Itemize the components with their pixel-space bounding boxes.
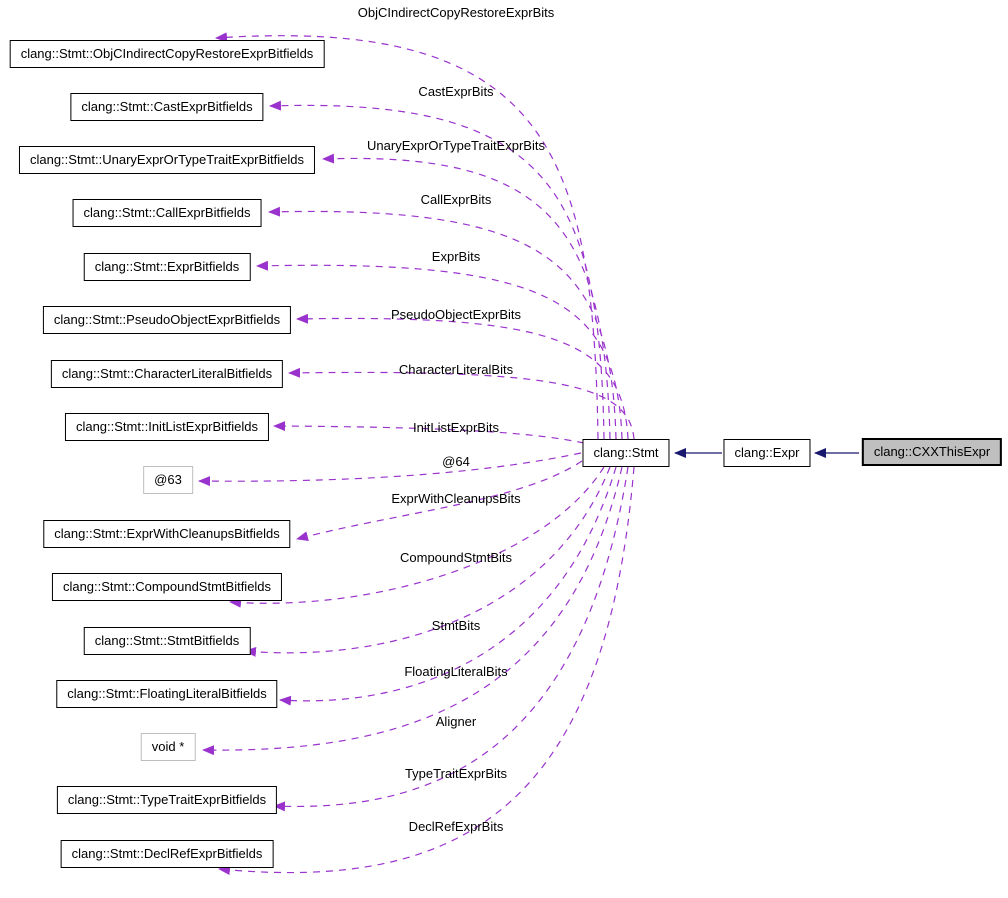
edge-label-anon64: @64 bbox=[442, 454, 470, 469]
node-clang-cxxthisexpr: clang::CXXThisExpr bbox=[861, 438, 1003, 466]
edge-label-init-list-expr-bits: InitListExprBits bbox=[413, 420, 499, 435]
node-character-literal-bitfields[interactable]: clang::Stmt::CharacterLiteralBitfields bbox=[50, 360, 284, 388]
edge-label-expr-with-cleanups-bits: ExprWithCleanupsBits bbox=[391, 491, 521, 506]
edge-label-decl-ref-expr-bits: DeclRefExprBits bbox=[408, 819, 504, 834]
member-edge-type-trait bbox=[273, 466, 629, 812]
node-unary-expr-or-type-trait-expr-bitfields[interactable]: clang::Stmt::UnaryExprOrTypeTraitExprBit… bbox=[18, 146, 316, 174]
node-floating-literal-bitfields[interactable]: clang::Stmt::FloatingLiteralBitfields bbox=[56, 680, 278, 708]
member-edge-expr-with-cleanups bbox=[296, 460, 583, 542]
node-expr-bitfields[interactable]: clang::Stmt::ExprBitfields bbox=[83, 253, 251, 281]
node-clang-expr[interactable]: clang::Expr bbox=[723, 439, 811, 467]
node-init-list-expr-bitfields[interactable]: clang::Stmt::InitListExprBitfields bbox=[64, 413, 270, 441]
edge-label-stmt-bits: StmtBits bbox=[431, 618, 481, 633]
edge-label-pseudo-object-expr-bits: PseudoObjectExprBits bbox=[390, 307, 522, 322]
node-decl-ref-expr-bitfields[interactable]: clang::Stmt::DeclRefExprBitfields bbox=[60, 840, 274, 868]
node-objc-indirect-copy-restore-expr-bitfields[interactable]: clang::Stmt::ObjCIndirectCopyRestoreExpr… bbox=[9, 40, 325, 68]
edge-label-call-expr-bits: CallExprBits bbox=[420, 192, 492, 207]
member-edge-aligner bbox=[202, 466, 623, 756]
edge-label-cast-expr-bits: CastExprBits bbox=[418, 84, 494, 99]
node-clang-stmt[interactable]: clang::Stmt bbox=[582, 439, 670, 467]
node-void-pointer: void * bbox=[140, 733, 196, 761]
member-edge-decl-ref bbox=[218, 466, 635, 876]
edge-label-unary-expr-or-type-trait-expr-bits: UnaryExprOrTypeTraitExprBits bbox=[367, 138, 545, 153]
member-edge-expr bbox=[256, 260, 623, 440]
edge-label-type-trait-expr-bits: TypeTraitExprBits bbox=[404, 766, 508, 781]
node-pseudo-object-expr-bitfields[interactable]: clang::Stmt::PseudoObjectExprBitfields bbox=[42, 306, 292, 334]
member-edge-objc-indirect bbox=[215, 32, 599, 440]
node-expr-with-cleanups-bitfields[interactable]: clang::Stmt::ExprWithCleanupsBitfields bbox=[43, 520, 291, 548]
member-edge-unary bbox=[322, 153, 611, 440]
edge-label-aligner: Aligner bbox=[435, 714, 477, 729]
member-edge-anon63 bbox=[198, 452, 582, 487]
edge-label-objc-indirect-copy-restore-expr-bits: ObjCIndirectCopyRestoreExprBits bbox=[357, 5, 555, 20]
node-type-trait-expr-bitfields[interactable]: clang::Stmt::TypeTraitExprBitfields bbox=[56, 786, 278, 814]
member-edge-cast bbox=[269, 100, 605, 440]
node-call-expr-bitfields[interactable]: clang::Stmt::CallExprBitfields bbox=[72, 199, 262, 227]
member-edge-compound-stmt bbox=[229, 466, 605, 608]
node-stmt-bitfields[interactable]: clang::Stmt::StmtBitfields bbox=[83, 627, 251, 655]
member-edge-stmt-bits bbox=[244, 466, 611, 657]
node-compound-stmt-bitfields[interactable]: clang::Stmt::CompoundStmtBitfields bbox=[51, 573, 283, 601]
member-edge-floating-literal bbox=[279, 466, 617, 706]
edge-label-expr-bits: ExprBits bbox=[431, 249, 481, 264]
edge-label-floating-literal-bits: FloatingLiteralBits bbox=[404, 664, 508, 679]
edge-label-character-literal-bits: CharacterLiteralBits bbox=[398, 362, 514, 377]
node-anonymous-63: @63 bbox=[143, 466, 193, 494]
member-edge-call bbox=[268, 206, 617, 440]
member-edge-character-literal bbox=[288, 367, 635, 440]
edge-label-compound-stmt-bits: CompoundStmtBits bbox=[400, 550, 512, 565]
member-edge-init-list bbox=[273, 421, 585, 444]
node-cast-expr-bitfields[interactable]: clang::Stmt::CastExprBitfields bbox=[70, 93, 264, 121]
